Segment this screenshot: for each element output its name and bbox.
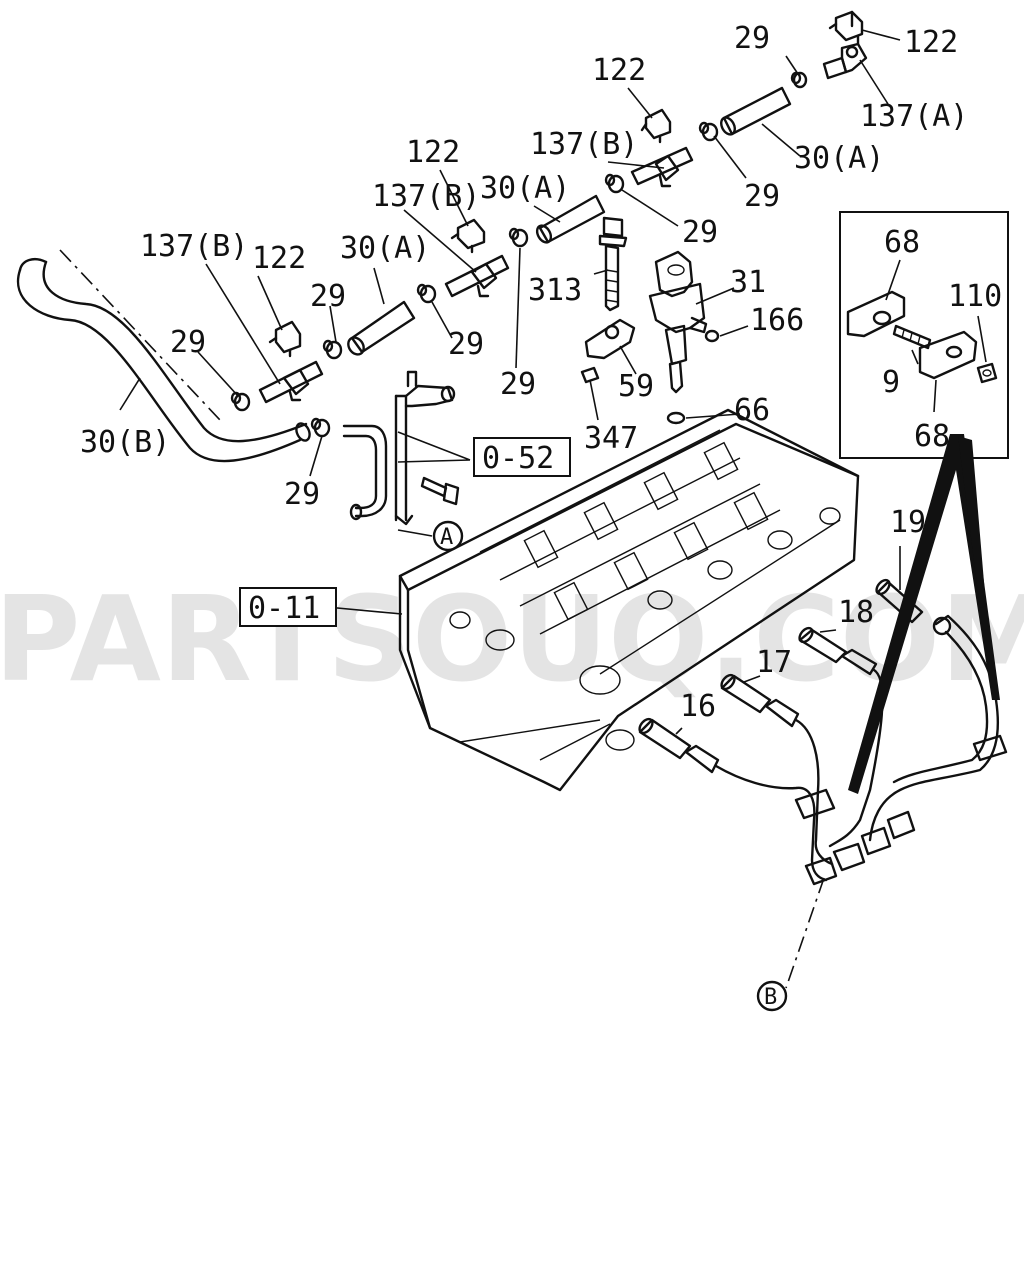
alignment-line-hose [59, 249, 221, 421]
inset-labels: 68 110 9 68 [882, 225, 1002, 454]
inset-callout-68-bottom: 68 [914, 419, 950, 454]
clip-29-g [230, 391, 251, 412]
clamp-68-upper [846, 290, 906, 338]
callout-29-f: 29 [170, 325, 206, 360]
callout-29-e: 29 [448, 327, 484, 362]
ref-box-0-11[interactable]: 0-11 [239, 587, 337, 627]
callout-29-top: 29 [734, 21, 770, 56]
tee-137b-3 [258, 360, 324, 404]
alignment-line-b [785, 877, 825, 989]
connector-122-top [828, 10, 864, 46]
callout-30b: 30(B) [80, 425, 170, 460]
injection-pipe-16 [638, 717, 828, 882]
tee-137b-2 [444, 254, 510, 298]
inset-box [839, 211, 1009, 459]
callout-122-c: 122 [406, 135, 460, 170]
ref-0-11-label: 0-11 [248, 591, 320, 626]
callout-122-d: 122 [252, 241, 306, 276]
callout-18: 18 [838, 595, 874, 630]
callout-66: 66 [734, 393, 770, 428]
inset-callout-9: 9 [882, 365, 900, 400]
clamp-59 [584, 318, 636, 360]
connector-122-b [640, 108, 672, 144]
bolt-313 [598, 216, 628, 312]
callout-29-h: 29 [284, 477, 320, 512]
inset-callout-68-top: 68 [884, 225, 920, 260]
clip-29-f [322, 339, 343, 360]
marker-b-label: B [764, 985, 777, 1010]
clip-29-c [604, 173, 625, 194]
callout-313: 313 [528, 273, 582, 308]
inset-pointer [848, 434, 1000, 794]
callout-30a-1: 30(A) [794, 141, 884, 176]
leader-0-52 [397, 431, 471, 463]
callout-122-b: 122 [592, 53, 646, 88]
callout-137b-2: 137(B) [372, 179, 480, 214]
connector-122-d [268, 320, 302, 358]
inset-pointer-2 [958, 436, 986, 608]
callout-17: 17 [756, 645, 792, 680]
callout-137b-3: 137(B) [140, 229, 248, 264]
clip-29-d [508, 227, 529, 248]
marker-b: B [756, 980, 788, 1012]
cylinder-head [398, 408, 860, 792]
ref-0-52-label: 0-52 [482, 441, 554, 476]
clip-29-top [790, 71, 808, 89]
ref-box-0-52[interactable]: 0-52 [473, 437, 571, 477]
washer-66 [666, 411, 686, 425]
clip-29-e [416, 283, 437, 304]
callout-29-g: 29 [500, 367, 536, 402]
pipe-clamp [794, 734, 1008, 820]
marker-a: A [432, 520, 464, 552]
callout-347: 347 [584, 421, 638, 456]
callout-30a-3: 30(A) [340, 231, 430, 266]
callout-166: 166 [750, 303, 804, 338]
return-hose-chain [16, 10, 868, 463]
inset-callout-110: 110 [948, 279, 1002, 314]
marker-a-label: A [440, 525, 453, 550]
connector-122-c [450, 218, 486, 254]
callout-16: 16 [680, 689, 716, 724]
callout-29-b: 29 [744, 179, 780, 214]
clamp-68-lower [918, 330, 978, 380]
callout-31: 31 [730, 265, 766, 300]
clip-29-b [698, 121, 719, 142]
bolt-0-52 [420, 476, 460, 506]
watermark: PARTSOUQ.COM [0, 570, 1024, 708]
callout-29-d: 29 [310, 279, 346, 314]
rail-outlets [804, 810, 916, 886]
hose-30b [16, 258, 311, 463]
callout-122-top: 122 [904, 25, 958, 60]
callout-59: 59 [618, 369, 654, 404]
callout-137a: 137(A) [860, 99, 968, 134]
nut-110 [976, 362, 998, 384]
callout-137b-1: 137(B) [530, 127, 638, 162]
leader-lines [119, 29, 901, 735]
nut-347 [580, 366, 600, 384]
o-ring-166 [704, 329, 720, 343]
injector-31 [648, 250, 708, 394]
elbow-137a [822, 42, 868, 80]
injection-pipe-17 [720, 673, 834, 866]
callout-30a-2: 30(A) [480, 171, 570, 206]
clip-29-h [310, 417, 331, 438]
hose-30a-mid [535, 194, 606, 244]
callout-labels: 29 122 137(A) 122 137(B) 30(A) 29 122 13… [80, 21, 968, 724]
hose-30a-lower [347, 300, 416, 356]
bolt-9 [892, 324, 932, 350]
hose-30a-top [720, 86, 792, 136]
callout-29-c: 29 [682, 215, 718, 250]
callout-19: 19 [890, 505, 926, 540]
bypass-pipe [342, 370, 456, 526]
tee-137b-1 [630, 146, 694, 188]
